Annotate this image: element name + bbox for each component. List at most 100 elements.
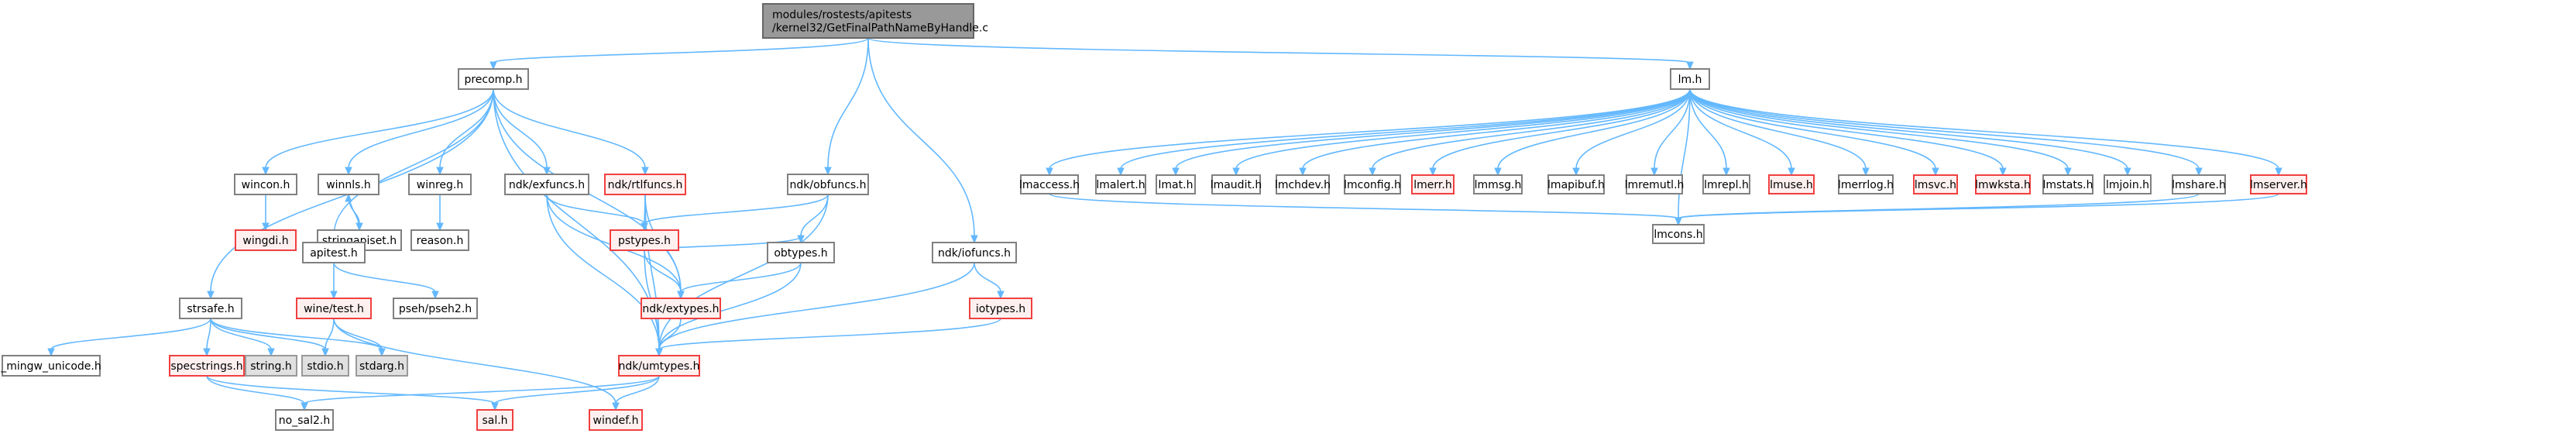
node-lmmsg[interactable]: lmmsg.h: [1473, 174, 1523, 194]
node-lmat[interactable]: lmat.h: [1156, 174, 1196, 194]
node-box-lmat[interactable]: [1156, 174, 1196, 194]
node-stdarg[interactable]: stdarg.h: [355, 355, 408, 377]
node-lmserver[interactable]: lmserver.h: [2250, 174, 2307, 194]
node-box-pstypes[interactable]: [610, 229, 679, 251]
node-box-lm[interactable]: [1670, 68, 1710, 90]
node-specstrings[interactable]: specstrings.h: [169, 355, 245, 377]
node-lmaccess[interactable]: lmaccess.h: [1019, 174, 1080, 194]
node-box-lmrepl[interactable]: [1702, 174, 1750, 194]
node-reason[interactable]: reason.h: [410, 229, 469, 251]
node-box-rtlfuncs[interactable]: [604, 174, 686, 195]
node-box-lmaccess[interactable]: [1020, 174, 1079, 194]
node-box-wincon[interactable]: [234, 174, 297, 195]
node-obtypes[interactable]: obtypes.h: [767, 242, 835, 263]
node-lmsvc[interactable]: lmsvc.h: [1913, 174, 1958, 194]
node-sal[interactable]: sal.h: [476, 409, 513, 431]
node-lmalert[interactable]: lmalert.h: [1095, 174, 1146, 194]
node-box-lmremutl[interactable]: [1626, 174, 1683, 194]
node-winreg[interactable]: winreg.h: [408, 174, 472, 195]
node-lmconfig[interactable]: lmconfig.h: [1344, 174, 1401, 194]
node-box-apitest[interactable]: [302, 242, 366, 263]
node-box-windef[interactable]: [589, 409, 643, 431]
node-box-winnls[interactable]: [318, 174, 380, 195]
node-rtlfuncs[interactable]: ndk/rtlfuncs.h: [604, 174, 686, 195]
node-obfuncs[interactable]: ndk/obfuncs.h: [787, 174, 869, 195]
node-box-lmerr[interactable]: [1411, 174, 1455, 194]
node-box-lmuse[interactable]: [1768, 174, 1815, 194]
node-box-nosal2[interactable]: [275, 409, 334, 431]
node-box-lmalert[interactable]: [1095, 174, 1146, 194]
node-box-stdio[interactable]: [301, 355, 349, 377]
node-wincon[interactable]: wincon.h: [234, 174, 297, 195]
node-string[interactable]: string.h: [245, 355, 297, 377]
node-box-winreg[interactable]: [408, 174, 472, 195]
node-box-strsafe[interactable]: [179, 298, 242, 319]
node-box-mingw[interactable]: [2, 355, 101, 377]
node-box-root[interactable]: [762, 3, 974, 39]
node-winetest[interactable]: wine/test.h: [296, 298, 372, 319]
node-box-umtypes[interactable]: [618, 355, 700, 377]
node-box-lmsvc[interactable]: [1913, 174, 1958, 194]
node-box-extypes[interactable]: [641, 298, 721, 319]
node-pseh2[interactable]: pseh/pseh2.h: [393, 298, 478, 319]
node-box-lmerrlog[interactable]: [1838, 174, 1894, 194]
node-lm[interactable]: lm.h: [1670, 68, 1710, 90]
node-box-string[interactable]: [245, 355, 297, 377]
node-box-pseh2[interactable]: [393, 298, 478, 319]
node-strsafe[interactable]: strsafe.h: [179, 298, 242, 319]
node-box-lmconfig[interactable]: [1344, 174, 1401, 194]
node-umtypes[interactable]: ndk/umtypes.h: [618, 355, 700, 377]
node-lmstats[interactable]: lmstats.h: [2042, 174, 2093, 194]
node-extypes[interactable]: ndk/extypes.h: [641, 298, 721, 319]
node-box-lmchdev[interactable]: [1276, 174, 1330, 194]
node-winnls[interactable]: winnls.h: [318, 174, 380, 195]
node-box-lmshare[interactable]: [2172, 174, 2226, 194]
node-box-specstrings[interactable]: [169, 355, 245, 377]
node-label-lmaccess: lmaccess.h: [1019, 179, 1080, 191]
node-lmrepl[interactable]: lmrepl.h: [1702, 174, 1750, 194]
node-nosal2[interactable]: no_sal2.h: [275, 409, 334, 431]
node-lmcons[interactable]: lmcons.h: [1652, 224, 1705, 244]
node-box-lmstats[interactable]: [2042, 174, 2093, 194]
node-lmerr[interactable]: lmerr.h: [1411, 174, 1455, 194]
node-exfuncs[interactable]: ndk/exfuncs.h: [504, 174, 589, 195]
node-box-wingdi[interactable]: [235, 229, 297, 251]
node-box-precomp[interactable]: [458, 68, 529, 90]
node-mingw[interactable]: _mingw_unicode.h: [0, 355, 101, 377]
node-box-obtypes[interactable]: [767, 242, 835, 263]
node-lmaudit[interactable]: lmaudit.h: [1211, 174, 1262, 194]
node-box-exfuncs[interactable]: [504, 174, 589, 195]
node-iofuncs[interactable]: ndk/iofuncs.h: [932, 242, 1017, 263]
node-box-iofuncs[interactable]: [932, 242, 1017, 263]
node-precomp[interactable]: precomp.h: [458, 68, 529, 90]
node-lmerrlog[interactable]: lmerrlog.h: [1838, 174, 1894, 194]
node-box-lmaudit[interactable]: [1211, 174, 1261, 194]
node-stdio[interactable]: stdio.h: [301, 355, 349, 377]
node-wingdi[interactable]: wingdi.h: [235, 229, 297, 251]
node-apitest[interactable]: apitest.h: [302, 242, 366, 263]
node-lmremutl[interactable]: lmremutl.h: [1625, 174, 1685, 194]
node-lmwksta[interactable]: lmwksta.h: [1975, 174, 2031, 194]
node-box-lmmsg[interactable]: [1473, 174, 1523, 194]
node-pstypes[interactable]: pstypes.h: [610, 229, 679, 251]
node-box-sal[interactable]: [476, 409, 513, 431]
node-box-lmcons[interactable]: [1652, 224, 1705, 244]
node-box-lmserver[interactable]: [2250, 174, 2307, 194]
node-box-iotypes[interactable]: [969, 298, 1032, 319]
edge-umtypes-to-windef: [615, 375, 660, 404]
node-box-lmwksta[interactable]: [1975, 174, 2031, 194]
node-box-lmapibuf[interactable]: [1547, 174, 1605, 194]
node-box-lmjoin[interactable]: [2104, 174, 2152, 194]
node-box-obfuncs[interactable]: [787, 174, 869, 195]
node-box-winetest[interactable]: [296, 298, 372, 319]
node-root[interactable]: modules/rostests/apitests/kernel32/GetFi…: [762, 3, 988, 39]
node-lmapibuf[interactable]: lmapibuf.h: [1547, 174, 1605, 194]
node-lmuse[interactable]: lmuse.h: [1768, 174, 1815, 194]
node-lmshare[interactable]: lmshare.h: [2172, 174, 2226, 194]
node-lmjoin[interactable]: lmjoin.h: [2104, 174, 2152, 194]
node-lmchdev[interactable]: lmchdev.h: [1275, 174, 1331, 194]
node-windef[interactable]: windef.h: [589, 409, 643, 431]
node-box-reason[interactable]: [410, 229, 469, 251]
node-box-stdarg[interactable]: [355, 355, 408, 377]
node-iotypes[interactable]: iotypes.h: [969, 298, 1032, 319]
